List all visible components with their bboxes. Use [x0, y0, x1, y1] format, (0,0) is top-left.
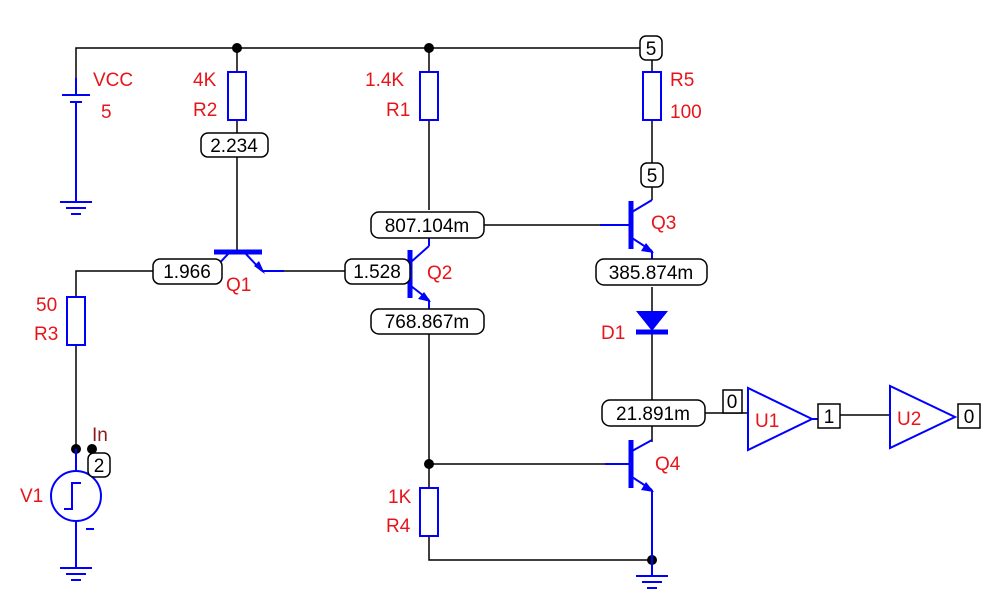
buffer-u2[interactable]: U2 — [889, 384, 958, 450]
readout-q3-collector: 5 — [640, 162, 664, 188]
r3-value: 50 — [36, 295, 57, 316]
r3-name: R3 — [34, 324, 58, 345]
junction-dots — [71, 43, 657, 565]
q3-name: Q3 — [651, 213, 676, 234]
svg-text:1.966: 1.966 — [163, 262, 211, 283]
ground-q4 — [636, 560, 668, 589]
vcc-name: VCC — [93, 70, 133, 91]
source-v1[interactable]: V1 — [20, 449, 102, 581]
u1-name: U1 — [755, 411, 779, 432]
wires — [75, 47, 890, 561]
readout-q2-base: 1.528 — [344, 258, 411, 285]
diode-d1[interactable]: D1 — [601, 311, 668, 344]
r2-name: R2 — [193, 100, 217, 121]
svg-text:5: 5 — [646, 39, 657, 60]
readout-input-node: 2 — [87, 452, 111, 478]
resistor-r4[interactable]: 1K R4 — [386, 487, 439, 537]
svg-text:21.891m: 21.891m — [616, 404, 690, 425]
r5-name: R5 — [670, 70, 694, 91]
transistor-q4[interactable]: Q4 — [605, 439, 681, 560]
resistor-r3[interactable]: 50 R3 — [34, 295, 86, 346]
readout-q2-collector: 807.104m — [370, 211, 485, 239]
resistor-r1[interactable]: 1.4K R1 — [365, 70, 439, 121]
svg-text:807.104m: 807.104m — [385, 216, 470, 237]
v1-name: V1 — [20, 486, 43, 507]
u2-name: U2 — [897, 409, 921, 430]
q4-name: Q4 — [655, 454, 681, 475]
net-label-in: In — [92, 425, 108, 446]
resistor-r2[interactable]: 4K R2 — [193, 70, 247, 121]
transistor-q3[interactable]: Q3 — [600, 199, 676, 259]
readout-top-rail: 5 — [639, 35, 663, 61]
r1-value: 1.4K — [365, 70, 404, 91]
r1-name: R1 — [386, 100, 410, 121]
readout-r2-bottom: 2.234 — [200, 132, 269, 158]
readout-q4-collector: 21.891m — [601, 399, 706, 427]
svg-text:0: 0 — [964, 407, 975, 428]
readout-q2-emitter: 768.867m — [370, 308, 485, 335]
r2-value: 4K — [193, 70, 217, 91]
transistor-q1[interactable]: Q1 — [211, 249, 284, 296]
buffer-u1[interactable]: U1 — [747, 386, 818, 452]
readout-q1-base: 1.966 — [152, 258, 223, 285]
transistor-q2[interactable]: Q2 — [407, 237, 452, 309]
svg-text:2.234: 2.234 — [210, 136, 258, 157]
logic-u1-out: 1 — [817, 403, 841, 429]
r4-value: 1K — [388, 487, 412, 508]
logic-u2-out: 0 — [957, 403, 981, 429]
svg-text:0: 0 — [727, 392, 738, 413]
q1-name: Q1 — [226, 275, 251, 296]
resistor-r5[interactable]: R5 100 — [642, 70, 702, 123]
svg-text:385.874m: 385.874m — [609, 263, 694, 284]
svg-text:1.528: 1.528 — [353, 262, 401, 283]
vcc-value: 5 — [101, 102, 112, 123]
q2-name: Q2 — [427, 263, 452, 284]
d1-name: D1 — [601, 323, 625, 344]
r4-name: R4 — [386, 516, 411, 537]
vcc-source[interactable]: VCC 5 — [60, 70, 133, 215]
svg-text:1: 1 — [824, 407, 835, 428]
logic-u1-in: 0 — [722, 389, 743, 414]
svg-text:2: 2 — [94, 456, 105, 477]
readout-q3-emitter: 385.874m — [595, 258, 708, 286]
r5-value: 100 — [670, 102, 702, 123]
svg-text:5: 5 — [647, 166, 658, 187]
svg-text:768.867m: 768.867m — [385, 312, 470, 333]
